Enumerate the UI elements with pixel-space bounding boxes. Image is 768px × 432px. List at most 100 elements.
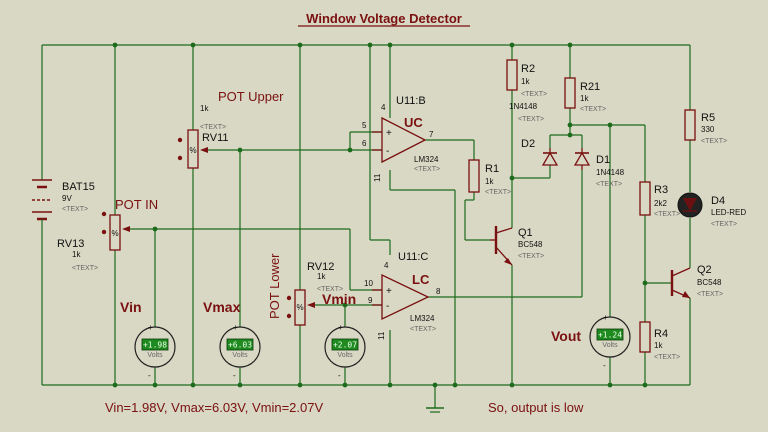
rv13-text: <TEXT> (72, 265, 98, 272)
r3-value: 2k2 (654, 199, 667, 208)
q1-name: Q1 (518, 227, 533, 239)
voltmeter-vmax[interactable]: +6.03 Volts + - Vmax (203, 299, 261, 380)
r3-name: R3 (654, 184, 668, 196)
vout-reading: +1.24 (598, 331, 622, 340)
resistor-r21[interactable]: R21 1k <TEXT> (564, 77, 606, 113)
rv12-label: POT Lower (267, 253, 282, 319)
svg-text:%: % (111, 229, 118, 238)
u11c-label: LC (412, 272, 430, 287)
r4-value: 1k (654, 341, 663, 350)
potentiometer-rv12[interactable]: % POT Lower RV12 1k <TEXT> (267, 253, 343, 326)
resistor-r5[interactable]: R5 330 <TEXT> (684, 109, 727, 145)
bat15-value: 9V (62, 194, 72, 203)
u11b-pin-11: 11 (373, 173, 382, 182)
d2-value: 1N4148 (509, 102, 538, 111)
rv12-value: 1k (317, 272, 326, 281)
r2-value: 1k (521, 77, 530, 86)
vin-unit: Volts (147, 352, 163, 359)
u11c-part: LM324 (410, 314, 435, 323)
vmax-minus: - (233, 371, 236, 380)
transistor-q1[interactable]: Q1 BC548 <TEXT> (490, 226, 544, 266)
d1-value: 1N4148 (596, 168, 625, 177)
svg-text:+: + (386, 286, 392, 297)
d2-name: D2 (521, 138, 535, 150)
potentiometer-rv11[interactable]: % POT Upper 1k <TEXT> RV11 (177, 89, 284, 169)
opamp-u11b[interactable]: + - 4 5 6 7 11 U11:B UC LM324 <TEXT> (362, 95, 440, 182)
junction-dots (112, 42, 648, 388)
battery-bat15[interactable]: BAT15 9V <TEXT> (30, 168, 95, 232)
q1-text: <TEXT> (518, 253, 544, 260)
resistor-r1[interactable]: R1 1k <TEXT> (468, 159, 511, 196)
u11c-pin-4: 4 (384, 261, 389, 270)
pot-rv12-up-arrow-icon[interactable] (286, 295, 292, 301)
rv11-value: 1k (200, 104, 209, 113)
vmin-plus: + (338, 323, 343, 332)
rv11-name: RV11 (202, 132, 229, 144)
q2-name: Q2 (697, 264, 712, 276)
bat15-name: BAT15 (62, 181, 95, 193)
u11c-pin-11: 11 (377, 331, 386, 340)
u11c-pin-9: 9 (368, 296, 373, 305)
potentiometer-rv13[interactable]: % POT IN RV13 1k <TEXT> (57, 197, 158, 272)
q1-value: BC548 (518, 240, 543, 249)
svg-text:+: + (386, 128, 392, 139)
svg-text:-: - (386, 301, 389, 312)
r21-value: 1k (580, 94, 589, 103)
voltmeter-vmin[interactable]: +2.07 Volts + - Vmin (322, 291, 366, 380)
rv13-value: 1k (72, 250, 81, 259)
vmin-unit: Volts (337, 352, 353, 359)
bat15-text: <TEXT> (62, 206, 88, 213)
u11b-label: UC (404, 115, 423, 130)
voltmeter-vin[interactable]: +1.98 Volts + - Vin (120, 299, 176, 380)
r5-name: R5 (701, 112, 715, 124)
rv12-name: RV12 (307, 261, 334, 273)
vout-unit: Volts (602, 342, 618, 349)
r2-name: R2 (521, 63, 535, 75)
r3-text: <TEXT> (654, 211, 680, 218)
rv11-label: POT Upper (218, 89, 284, 104)
result-text: So, output is low (488, 400, 584, 415)
r1-text: <TEXT> (485, 189, 511, 196)
pot-rv13-down-arrow-icon[interactable] (101, 229, 107, 235)
svg-text:%: % (189, 146, 196, 155)
d2-text: <TEXT> (518, 116, 544, 123)
led-d4[interactable]: D4 LED-RED <TEXT> (677, 192, 746, 228)
svg-text:-: - (386, 146, 389, 157)
vin-label: Vin (120, 299, 142, 315)
d4-name: D4 (711, 195, 725, 207)
u11c-name: U11:C (398, 251, 428, 263)
d4-text: <TEXT> (711, 221, 737, 228)
page-title: Window Voltage Detector (306, 11, 462, 26)
resistor-r2[interactable]: R2 1k <TEXT> (506, 59, 547, 98)
r21-name: R21 (580, 81, 600, 93)
d1-text: <TEXT> (596, 181, 622, 188)
rv13-name: RV13 (57, 238, 84, 250)
pot-rv11-down-arrow-icon[interactable] (177, 155, 183, 161)
diode-d2[interactable]: 1N4148 <TEXT> D2 (509, 102, 559, 166)
rv13-label: POT IN (115, 197, 158, 212)
pot-rv11-up-arrow-icon[interactable] (177, 137, 183, 143)
u11c-pin-8: 8 (436, 287, 441, 296)
u11b-text: <TEXT> (414, 166, 440, 173)
vmax-label: Vmax (203, 299, 241, 315)
pot-rv13-up-arrow-icon[interactable] (101, 211, 107, 217)
d4-value: LED-RED (711, 208, 746, 217)
q2-text: <TEXT> (697, 291, 723, 298)
svg-text:%: % (296, 303, 303, 312)
r5-value: 330 (701, 125, 715, 134)
pot-rv12-down-arrow-icon[interactable] (286, 313, 292, 319)
u11b-pin-7: 7 (429, 130, 434, 139)
r4-name: R4 (654, 328, 668, 340)
summary-text: Vin=1.98V, Vmax=6.03V, Vmin=2.07V (105, 400, 323, 415)
resistor-r3[interactable]: R3 2k2 <TEXT> (639, 181, 680, 218)
opamp-u11c[interactable]: + - 4 10 9 8 11 U11:C LC LM324 <TEXT> (364, 251, 441, 340)
r2-text: <TEXT> (521, 91, 547, 98)
vout-label: Vout (551, 328, 581, 344)
voltmeter-vout[interactable]: +1.24 Volts + - Vout (551, 313, 631, 370)
transistor-q2[interactable]: Q2 BC548 <TEXT> (670, 264, 723, 299)
diode-d1[interactable]: D1 1N4148 <TEXT> (573, 148, 625, 188)
resistor-r4[interactable]: R4 1k <TEXT> (639, 321, 680, 361)
vout-plus: + (603, 313, 608, 322)
u11b-name: U11:B (396, 95, 426, 107)
